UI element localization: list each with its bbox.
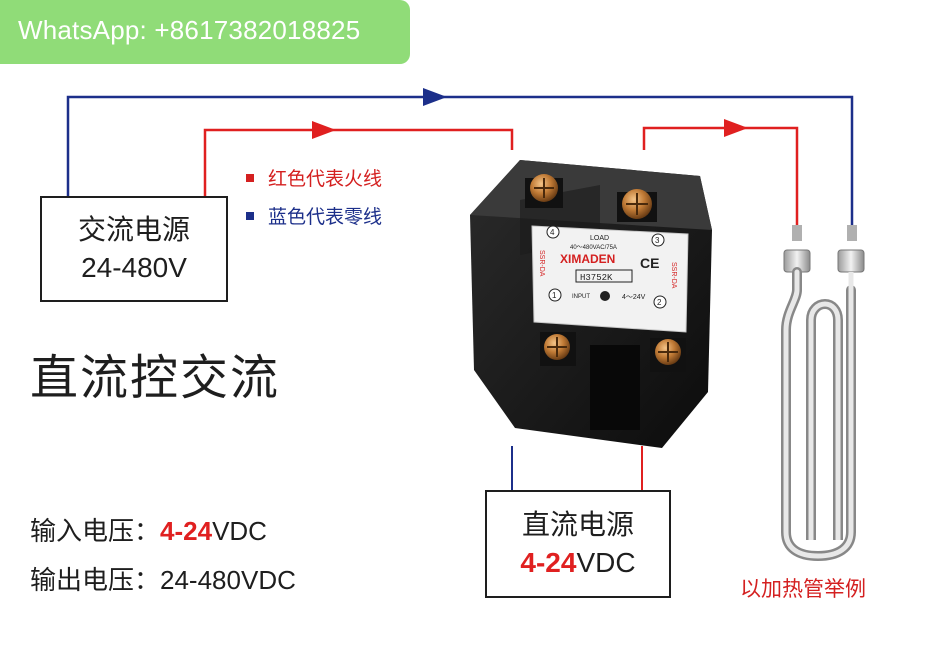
relay-input-rating: 4～24V xyxy=(622,294,646,301)
relay-load-rating: 40～480VAC/75A xyxy=(570,245,617,251)
relay-side-text-left: SSR-DA xyxy=(538,250,545,277)
input-voltage-value: 4-24 xyxy=(160,516,213,546)
ac-source-voltage: 24-480V xyxy=(81,252,187,283)
dc-source-title: 直流电源 xyxy=(521,508,634,541)
input-voltage-label: 输入电压： xyxy=(30,517,161,547)
relay-side-text-right: SSR-DA xyxy=(670,262,677,289)
live-wire-load xyxy=(642,126,799,232)
terminal-4-label: 4 xyxy=(550,228,555,237)
input-voltage-unit: VDC xyxy=(212,516,267,546)
output-voltage-label: 输出电压： xyxy=(30,566,161,596)
relay-model-box xyxy=(575,269,633,283)
legend-red-square-icon xyxy=(246,173,254,182)
relay-indicator-led xyxy=(600,291,610,301)
relay-input-label: INPUT xyxy=(572,294,590,300)
legend-live-label: 红色代表火线 xyxy=(268,168,383,190)
live-wire-arrow-1 xyxy=(312,121,336,139)
legend-neutral-label: 蓝色代表零线 xyxy=(268,206,383,228)
headline: 直流控交流 xyxy=(30,350,281,406)
terminal-2-label: 2 xyxy=(657,298,662,307)
live-wire-source xyxy=(203,128,514,196)
legend-live-wire: 红色代表火线 xyxy=(246,164,382,191)
solid-state-relay: LOAD 40～480VAC/75A XIMADEN CE H3752K INP… xyxy=(470,160,712,448)
live-wire-arrow-2 xyxy=(724,119,748,137)
legend-neutral-wire: 蓝色代表零线 xyxy=(246,202,382,229)
neutral-wire-arrow xyxy=(423,88,447,106)
terminal-1-label: 1 xyxy=(552,291,557,300)
heating-tube-example-note: 以加热管举例 xyxy=(740,577,866,601)
dc-source-voltage: 4-24VDC xyxy=(520,544,635,582)
neutral-wire xyxy=(66,95,854,232)
whatsapp-badge: WhatsApp: +8617382018825 xyxy=(0,0,410,64)
terminal-3-label: 3 xyxy=(655,236,660,245)
ac-source-title: 交流电源 xyxy=(77,213,190,246)
relay-ce-mark: CE xyxy=(640,255,659,271)
heating-tube-icon xyxy=(781,225,865,562)
relay-brand: XIMADEN xyxy=(560,252,615,266)
ac-power-source-box: 交流电源 24-480V xyxy=(40,196,228,302)
dc-source-voltage-value: 4-24 xyxy=(520,547,577,578)
output-voltage-value: 24-480VDC xyxy=(160,565,296,595)
relay-load-label: LOAD xyxy=(590,235,609,242)
dc-power-source-box: 直流电源 4-24VDC xyxy=(485,490,671,598)
dc-source-voltage-unit: VDC xyxy=(576,547,636,578)
whatsapp-contact-text: WhatsApp: +8617382018825 xyxy=(18,15,361,45)
input-voltage-spec: 输入电压：4-24VDC xyxy=(30,511,267,548)
relay-model: H3752K xyxy=(580,273,613,283)
output-voltage-spec: 输出电压：24-480VDC xyxy=(30,560,296,597)
legend-blue-square-icon xyxy=(246,211,254,220)
